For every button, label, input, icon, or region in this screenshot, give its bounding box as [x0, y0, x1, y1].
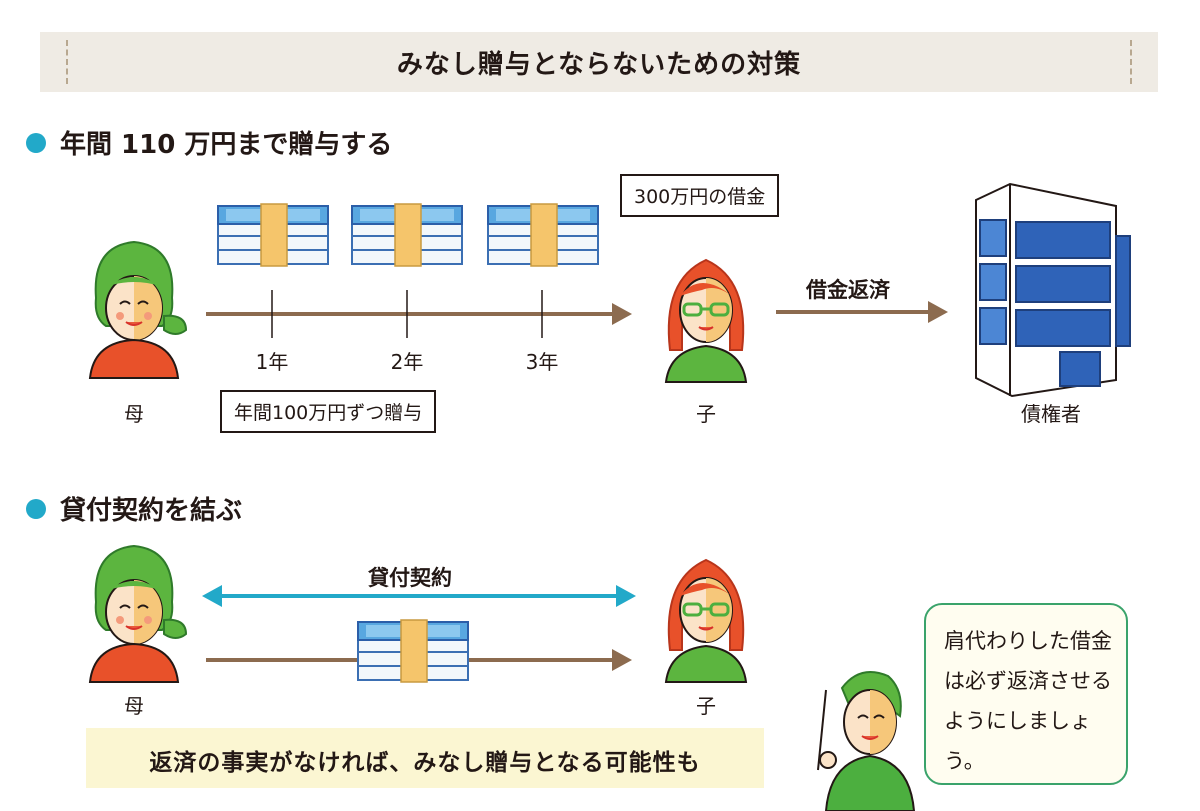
loan-callout: 300万円の借金	[620, 174, 780, 217]
bullet-dot-icon	[26, 132, 46, 153]
title-bar: みなし贈与とならないための対策	[40, 32, 1158, 92]
advisor-figure	[817, 671, 916, 811]
child-figure	[664, 558, 748, 684]
contract-arrowhead-left-icon	[202, 585, 222, 607]
advisor-speech-bubble: 肩代わりした借金は必ず返済させるようにしましょう。	[924, 603, 1128, 785]
title-divider-left	[66, 40, 68, 84]
page-title: みなし贈与とならないための対策	[396, 50, 802, 80]
contract-label: 貸付契約	[368, 566, 452, 590]
child-label: 子	[696, 694, 716, 718]
warning-note: 返済の事実がなければ、みなし贈与となる可能性も	[86, 728, 764, 788]
building-icon	[975, 182, 1131, 398]
mother-label: 母	[124, 402, 144, 426]
section2-heading-text: 貸付契約を結ぶ	[60, 496, 243, 526]
mother-label: 母	[124, 694, 144, 718]
timeline-arrowhead-icon	[612, 303, 632, 325]
mother-figure	[89, 241, 187, 379]
money-stack-icon	[217, 203, 329, 267]
child-figure	[664, 258, 748, 384]
contract-arrowhead-right-icon	[616, 585, 636, 607]
creditor-label: 債権者	[1021, 402, 1081, 426]
advisor-speech-text: 肩代わりした借金は必ず返済させるようにしましょう。	[944, 629, 1112, 773]
child-label: 子	[696, 402, 716, 426]
money-stack-icon	[351, 203, 463, 267]
loan-arrowhead-icon	[612, 649, 632, 671]
money-stack-icon	[487, 203, 599, 267]
section1-heading-text: 年間 110 万円まで贈与する	[60, 130, 393, 160]
year-label-1: 1年	[255, 350, 289, 374]
title-divider-right	[1130, 40, 1132, 84]
repay-label: 借金返済	[806, 278, 890, 302]
money-stack-icon	[357, 619, 469, 683]
year-label-3: 3年	[525, 350, 559, 374]
warning-note-text: 返済の事実がなければ、みなし贈与となる可能性も	[149, 750, 701, 776]
gift-callout: 年間100万円ずつ贈与	[220, 390, 437, 433]
mother-figure	[89, 545, 187, 683]
section2-heading: 貸付契約を結ぶ	[26, 490, 242, 527]
year-label-2: 2年	[390, 350, 424, 374]
section1-heading: 年間 110 万円まで贈与する	[26, 124, 392, 161]
bullet-dot-icon	[26, 498, 46, 519]
repay-arrowhead-icon	[928, 301, 948, 323]
